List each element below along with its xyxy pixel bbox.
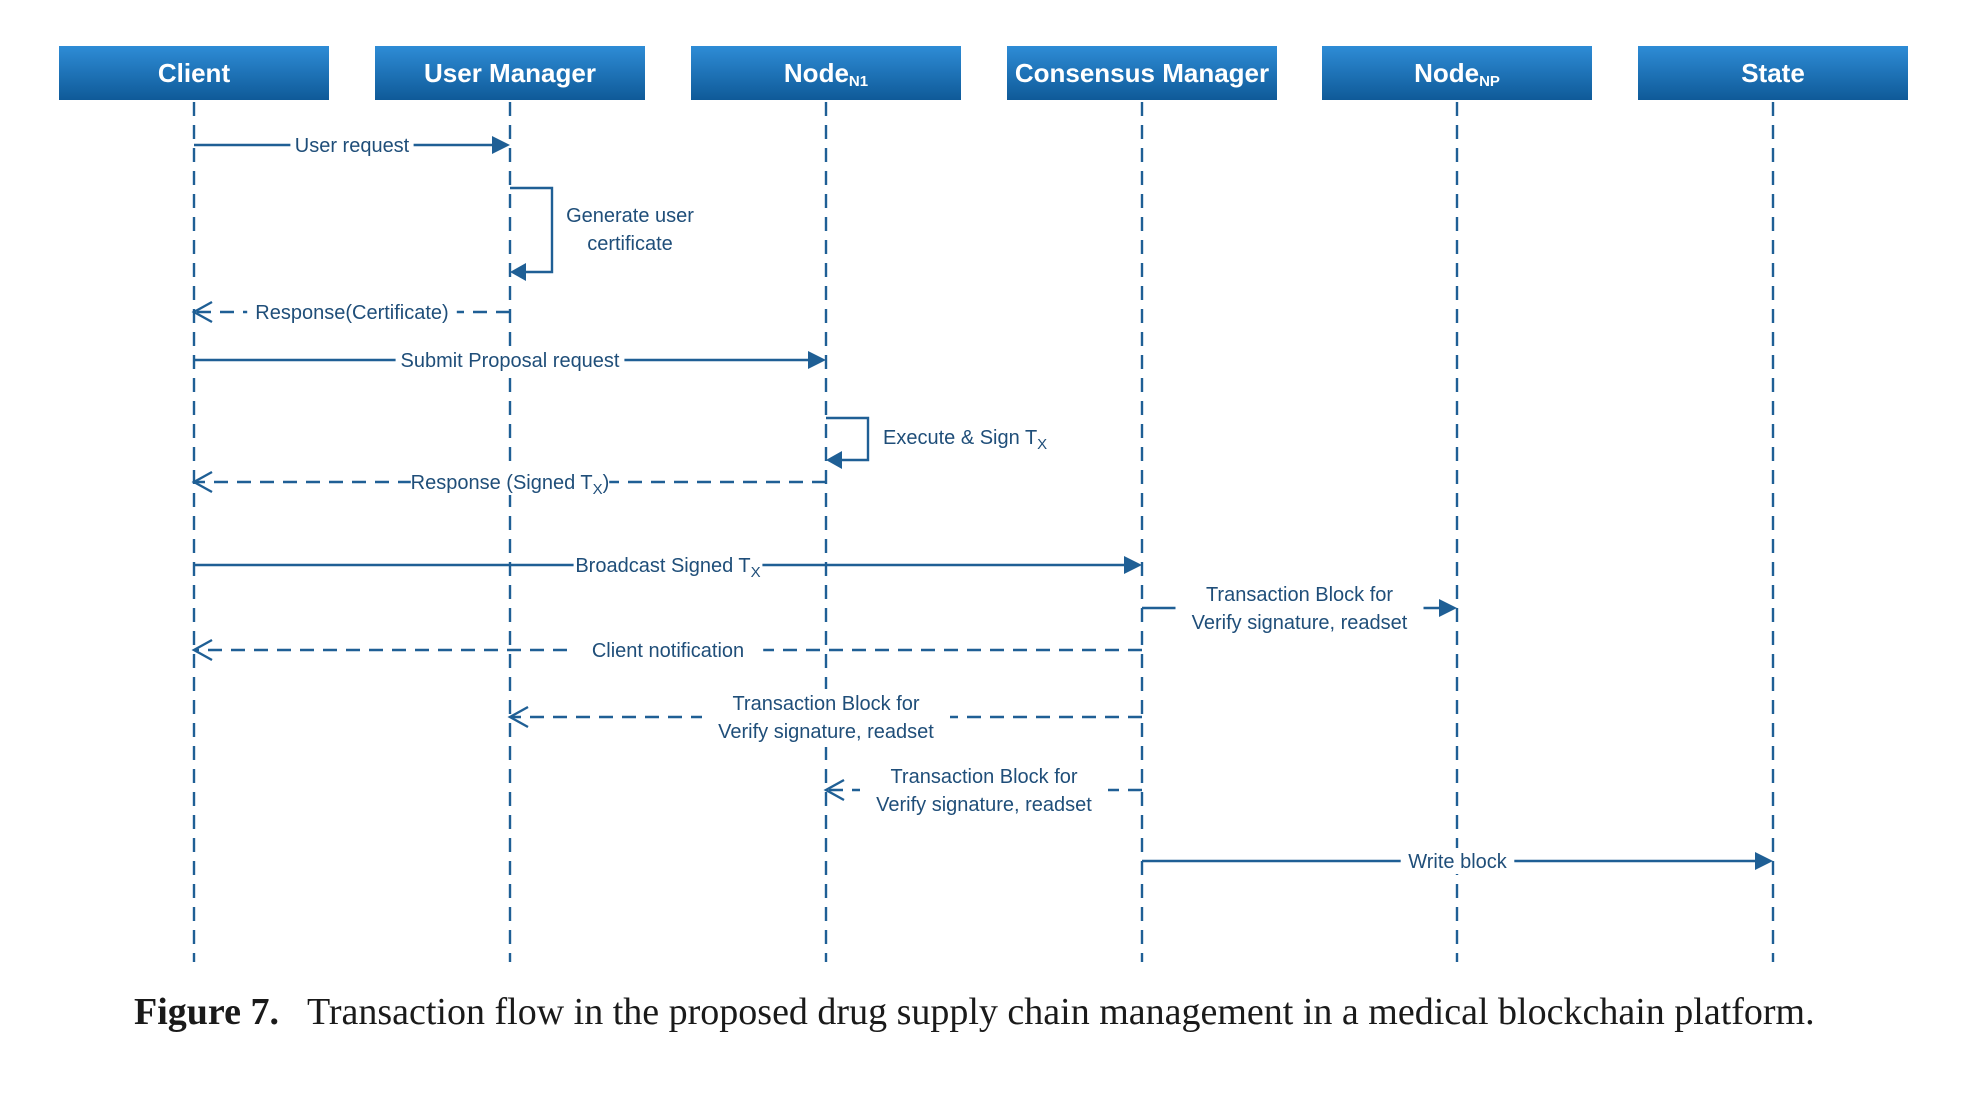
label-mask <box>290 132 414 158</box>
label-mask <box>702 689 950 747</box>
message-label: Transaction Block for <box>890 766 1077 788</box>
label-mask <box>1400 848 1515 874</box>
arrowhead <box>808 351 826 369</box>
figure-label: Figure 7. <box>134 991 279 1033</box>
participant-label: Client <box>158 58 231 88</box>
message-label: Response (Signed TX) <box>411 472 610 498</box>
participant-box <box>691 46 961 100</box>
arrowhead <box>826 451 842 469</box>
message-label: Verify signature, readset <box>718 721 934 743</box>
participant-header: Consensus Manager <box>1007 46 1277 100</box>
participant-header: State <box>1638 46 1908 100</box>
figure-caption: Figure 7. Transaction flow in the propose… <box>134 985 1832 1039</box>
open-arrowhead <box>823 778 845 802</box>
arrowhead <box>1124 556 1142 574</box>
participant-box <box>1322 46 1592 100</box>
message: Broadcast Signed TX <box>194 552 1142 581</box>
participant-label: NodeN1 <box>784 58 868 90</box>
arrowhead <box>510 263 526 281</box>
participant-label: NodeNP <box>1414 58 1500 90</box>
arrowhead <box>492 136 510 154</box>
participant-header: NodeN1 <box>691 46 961 100</box>
message-label: certificate <box>587 233 673 255</box>
message-label: Write block <box>1408 851 1508 873</box>
label-mask <box>1175 580 1424 638</box>
participant-headers: Client User Manager NodeN1 Consensus Manage… <box>59 46 1908 100</box>
message: Response (Signed TX) <box>191 469 826 498</box>
message-label: Execute & Sign TX <box>883 427 1047 453</box>
self-message-line <box>826 416 870 462</box>
message-label: Client notification <box>592 640 744 662</box>
arrowhead <box>1439 599 1457 617</box>
message: Generate user certificate <box>510 186 694 281</box>
label-mask <box>573 552 763 578</box>
message-label: Response(Certificate) <box>255 302 448 324</box>
participant-header: NodeNP <box>1322 46 1592 100</box>
label-mask <box>395 347 625 373</box>
message: Client notification <box>191 637 1142 663</box>
message-label: Transaction Block for <box>1206 584 1393 606</box>
label-mask <box>572 637 764 663</box>
participant-box <box>1007 46 1277 100</box>
message-label: Transaction Block for <box>732 693 919 715</box>
participant-label: State <box>1741 58 1805 88</box>
participant-box <box>1638 46 1908 100</box>
open-arrowhead <box>191 300 213 324</box>
participant-header: Client <box>59 46 329 100</box>
message-label: Submit Proposal request <box>400 350 619 372</box>
arrowhead <box>1755 852 1773 870</box>
label-mask <box>860 762 1108 820</box>
message-label: Generate user <box>566 205 694 227</box>
participant-header: User Manager <box>375 46 645 100</box>
message-label: User request <box>295 135 410 157</box>
message: Write block <box>1142 848 1773 874</box>
figure-caption-text: Transaction flow in the proposed drug su… <box>306 991 1815 1033</box>
open-arrowhead <box>191 470 213 494</box>
self-message-line <box>510 186 554 274</box>
message: User request <box>194 132 510 158</box>
message: Submit Proposal request <box>194 347 826 373</box>
lifelines <box>192 102 1775 962</box>
label-mask <box>410 469 610 495</box>
participant-label: User Manager <box>424 58 596 88</box>
message-label: Verify signature, readset <box>876 794 1092 816</box>
message: Response(Certificate) <box>191 299 510 325</box>
message-label: Broadcast Signed TX <box>575 555 760 581</box>
participant-box <box>59 46 329 100</box>
label-mask <box>247 299 457 325</box>
open-arrowhead <box>507 705 529 729</box>
participant-box <box>375 46 645 100</box>
open-arrowhead <box>191 638 213 662</box>
message: Execute & Sign TX <box>826 416 1047 469</box>
message-label: Verify signature, readset <box>1192 612 1408 634</box>
participant-label: Consensus Manager <box>1015 58 1269 88</box>
